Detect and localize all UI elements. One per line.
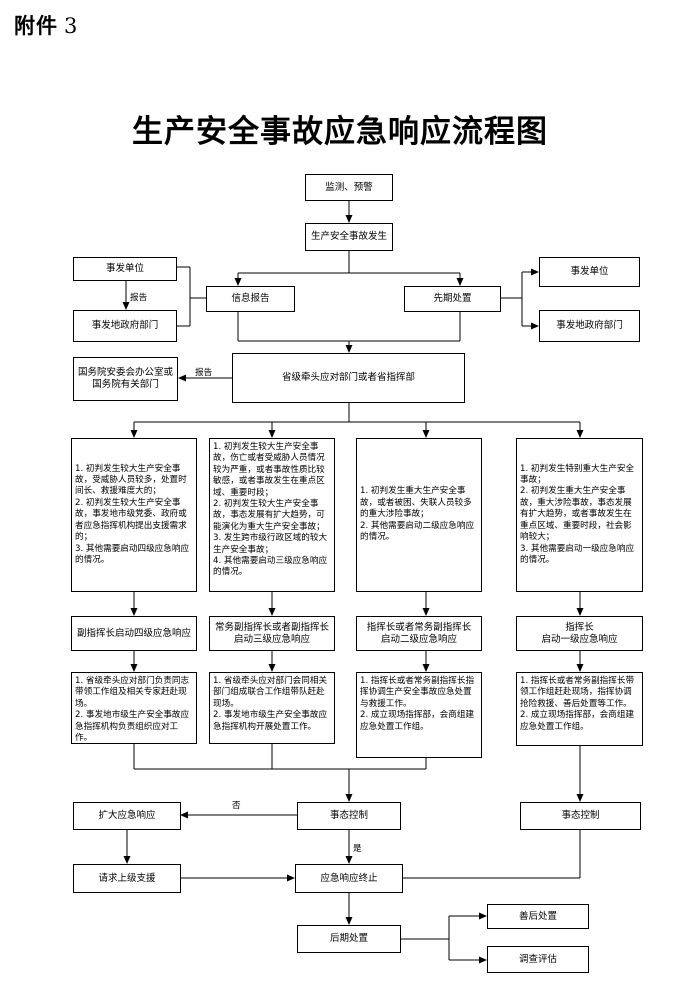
aftermath-handling-box: 善后处置 — [487, 904, 589, 929]
expand-response-box: 扩大应急响应 — [73, 802, 181, 830]
level-2-response-box: 指挥长或者常务副指挥长 启动二级应急响应 — [356, 616, 482, 651]
left-local-gov-box: 事发地政府部门 — [73, 310, 177, 342]
level-3-response-box: 常务副指挥长或者副指挥长 启动三级应急响应 — [209, 616, 335, 651]
level-4-actions-box: 1. 省级牵头应对部门负责同志带领工作组及相关专家赶赴现场。 2. 事发地市级生… — [71, 672, 197, 744]
provincial-command-box: 省级牵头应对部门或者省指挥部 — [232, 353, 465, 403]
early-disposal-box: 先期处置 — [404, 286, 501, 312]
attachment-number: 3 — [64, 14, 79, 38]
situation-control-right-box: 事态控制 — [520, 802, 641, 830]
level-1-actions-box: 1. 指挥长或者常务副指挥长带领工作组赶赴现场，指挥协调抢险救援、善后处置等工作… — [516, 672, 643, 746]
request-support-box: 请求上级支援 — [73, 864, 181, 893]
investigation-evaluation-box: 调查评估 — [487, 946, 589, 973]
left-accident-unit-box: 事发单位 — [73, 257, 177, 281]
level-4-conditions-box: 1. 初判发生较大生产安全事故，受威胁人员较多，处置时间长、救援难度大的； 2.… — [71, 438, 197, 592]
level-2-conditions-box: 1. 初判发生重大生产安全事故，或者被困、失联人员较多的重大涉险事故； 2. 其… — [356, 438, 482, 592]
response-termination-box: 应急响应终止 — [295, 864, 403, 893]
report-label-council: 报告 — [195, 368, 213, 378]
level-2-actions-box: 1. 指挥长或者常务副指挥长指挥协调生产安全事故应急处置与救援工作。 2. 成立… — [356, 672, 482, 758]
info-report-box: 信息报告 — [206, 286, 295, 312]
right-local-gov-box: 事发地政府部门 — [539, 310, 640, 342]
level-1-conditions-box: 1. 初判发生特别重大生产安全事故； 2. 初判发生重大生产安全事故，重大涉险事… — [516, 438, 643, 592]
post-disposal-box: 后期处置 — [297, 925, 401, 953]
page-title: 生产安全事故应急响应流程图 — [132, 114, 548, 150]
right-accident-unit-box: 事发单位 — [539, 257, 640, 287]
yes-label: 是 — [353, 844, 362, 854]
monitor-warning-box: 监测、预警 — [305, 174, 393, 201]
accident-occurs-box: 生产安全事故发生 — [305, 223, 393, 251]
situation-control-box: 事态控制 — [297, 802, 401, 830]
level-3-actions-box: 1. 省级牵头应对部门会同相关部门组成联合工作组带队赶赴现场。 2. 事发地市级… — [209, 672, 335, 744]
report-label-left: 报告 — [130, 293, 148, 303]
no-label: 否 — [232, 801, 241, 811]
state-council-box: 国务院安委会办公室或 国务院有关部门 — [73, 357, 178, 401]
level-4-response-box: 副指挥长启动四级应急响应 — [71, 616, 197, 651]
level-1-response-box: 指挥长 启动一级应急响应 — [516, 616, 643, 651]
level-3-conditions-box: 1. 初判发生较大生产安全事故，伤亡或者受威胁人员情况较为严重，或者事故性质比较… — [209, 438, 335, 592]
